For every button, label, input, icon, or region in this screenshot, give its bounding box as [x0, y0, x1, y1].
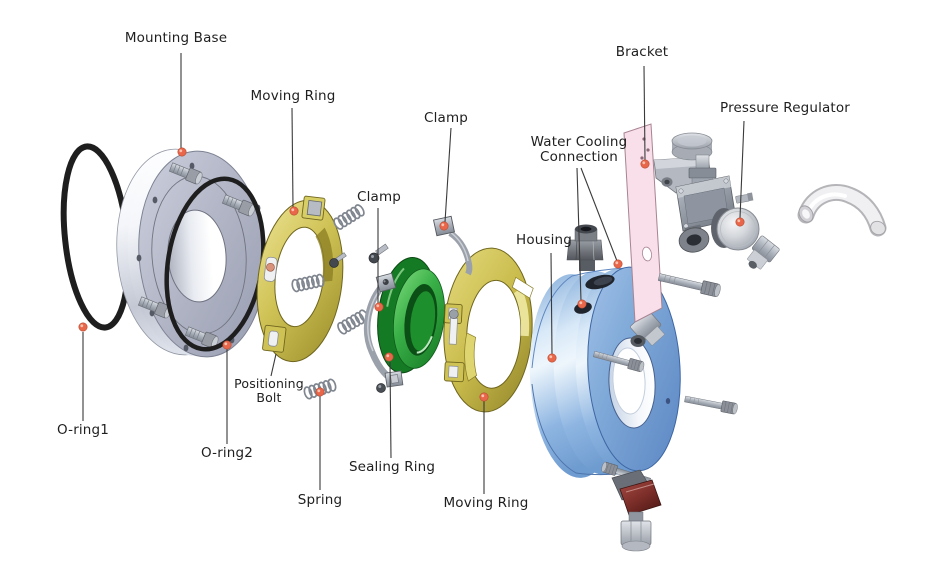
housing-bottom-valve-part	[611, 469, 662, 552]
small-screw-icon	[368, 243, 389, 264]
pressure-regulator-leader-line	[739, 120, 745, 219]
label-bracket: Bracket	[615, 44, 669, 60]
marker-dot-highlights	[80, 149, 741, 398]
bracket-marker-dot	[640, 159, 650, 169]
housing-part	[529, 224, 739, 552]
sealing-ring-part	[377, 256, 445, 374]
spring-marker-dot	[315, 387, 325, 397]
housing-front-fitting-icon	[630, 310, 666, 347]
water-cooling-leader-line-2	[580, 167, 618, 262]
label-moving-ring-top: Moving Ring	[250, 88, 336, 104]
water-cooling-leader-line-1	[576, 167, 582, 302]
label-sealing-ring: Sealing Ring	[348, 459, 436, 475]
small-screw-icon	[329, 252, 347, 268]
label-water-cooling: Water Cooling Connection	[530, 134, 628, 165]
gauge-icon	[716, 207, 760, 251]
spring-coil-icon	[331, 202, 367, 232]
pressure-regulator-part	[671, 132, 780, 270]
water-cooling-marker-dot-2	[613, 259, 623, 269]
water-cooling-fitting-icon	[566, 224, 604, 271]
mounting-base-marker-dot	[177, 147, 187, 157]
sealing-ring-leader-line	[389, 361, 392, 459]
label-pressure-regulator: Pressure Regulator	[720, 100, 850, 116]
clamp-right-marker-dot	[439, 221, 449, 231]
label-mounting-base: Mounting Base	[124, 30, 228, 46]
pipe-part	[797, 184, 887, 237]
moving-ring-bottom-marker-dot	[479, 392, 489, 402]
spring-coil-icon	[290, 272, 326, 294]
label-positioning-bolt: Positioning Bolt	[234, 376, 304, 405]
barb-fitting-icon	[735, 192, 754, 204]
pressure-regulator-marker-dot	[735, 217, 745, 227]
o-ring2-marker-dot	[222, 340, 232, 350]
positioning-bolt-leader-line	[270, 353, 277, 377]
housing-marker-dot	[547, 353, 557, 363]
label-o-ring2: O-ring2	[201, 445, 253, 461]
clamp-left-marker-dot	[374, 302, 384, 312]
bracket-part	[623, 123, 663, 323]
bracket-leader-line	[643, 65, 646, 161]
label-o-ring1: O-ring1	[57, 422, 109, 438]
leader-lines	[82, 53, 745, 494]
housing-leader-line	[550, 252, 553, 355]
label-moving-ring-bottom: Moving Ring	[443, 495, 529, 511]
moving-ring-top-leader-line	[291, 107, 294, 208]
label-clamp-left: Clamp	[357, 189, 401, 205]
o-ring1-marker-dot	[78, 322, 88, 332]
moving-ring-right-part	[443, 247, 534, 413]
label-spring: Spring	[297, 492, 343, 508]
mounting-base-part	[116, 148, 266, 358]
housing-bolt-icon	[683, 393, 739, 415]
moving-ring-top-marker-dot	[289, 206, 299, 216]
housing-bolt-icon	[657, 270, 722, 298]
water-cooling-marker-dot-1	[577, 299, 587, 309]
label-housing: Housing	[516, 232, 572, 248]
label-clamp-right: Clamp	[424, 110, 468, 126]
sealing-ring-marker-dot	[384, 352, 394, 362]
clamp-right-leader-line	[444, 127, 452, 223]
moving-ring-left-part	[256, 195, 344, 363]
regulator-fitting-icon	[747, 235, 780, 270]
